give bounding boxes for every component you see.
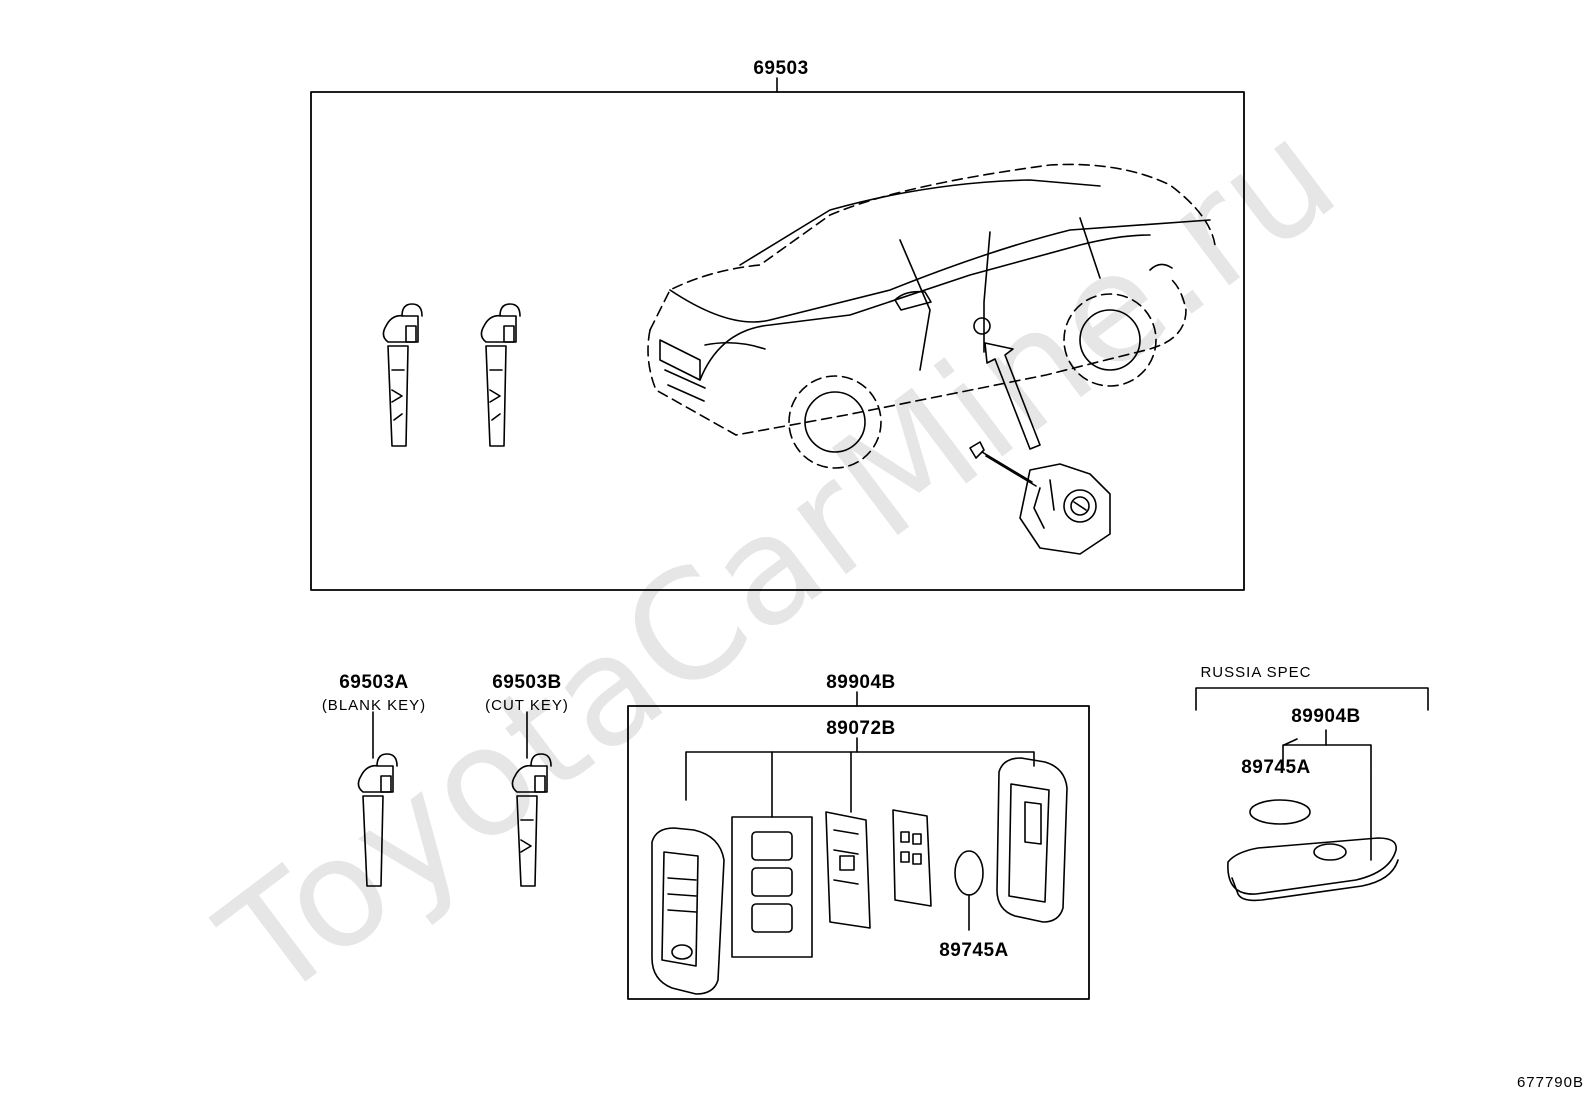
- cut-key-icon: [511, 753, 552, 887]
- label-69503B: 69503B: [492, 672, 562, 693]
- button-pad-icon: [751, 831, 793, 933]
- front-wheel: [788, 375, 882, 469]
- label-russia-89904B: 89904B: [1291, 706, 1361, 727]
- label-russia-89745A: 89745A: [1241, 757, 1311, 778]
- rear-wheel: [1063, 293, 1157, 387]
- blank-key-icon: [357, 753, 398, 887]
- russia-spec-leader: [1282, 744, 1372, 861]
- key-cover-icon: [651, 827, 725, 995]
- note-cut-key: (CUT KEY): [485, 697, 569, 714]
- russia-key-fob-icon: [1227, 837, 1399, 902]
- label-89904B: 89904B: [826, 672, 896, 693]
- back-cover-icon: [996, 757, 1068, 923]
- key-icon-2: [480, 303, 521, 447]
- note-blank-key: (BLANK KEY): [321, 697, 427, 714]
- vehicle-outline: [647, 163, 1216, 469]
- lock-cylinder: [969, 441, 1111, 555]
- battery-icon: [954, 850, 984, 896]
- key-icon-1: [382, 303, 423, 447]
- catalog-number: 677790B: [1516, 1074, 1584, 1091]
- label-69503: 69503: [753, 58, 809, 79]
- russia-battery-icon: [1249, 799, 1311, 825]
- label-69503A: 69503A: [339, 672, 409, 693]
- button-pad-frame: [731, 816, 813, 958]
- russia-spec-heading: RUSSIA SPEC: [1200, 664, 1312, 681]
- circuit-board-icon: [825, 811, 871, 929]
- russia-spec-bracket: [1195, 687, 1429, 711]
- door-lock-arrow: [984, 342, 1041, 450]
- label-89745A: 89745A: [939, 940, 1009, 961]
- kit-89904B-box: [627, 705, 1090, 1000]
- sub-assembly-bracket: [685, 751, 1035, 801]
- inner-module-icon: [892, 809, 932, 907]
- label-89072B: 89072B: [826, 718, 896, 739]
